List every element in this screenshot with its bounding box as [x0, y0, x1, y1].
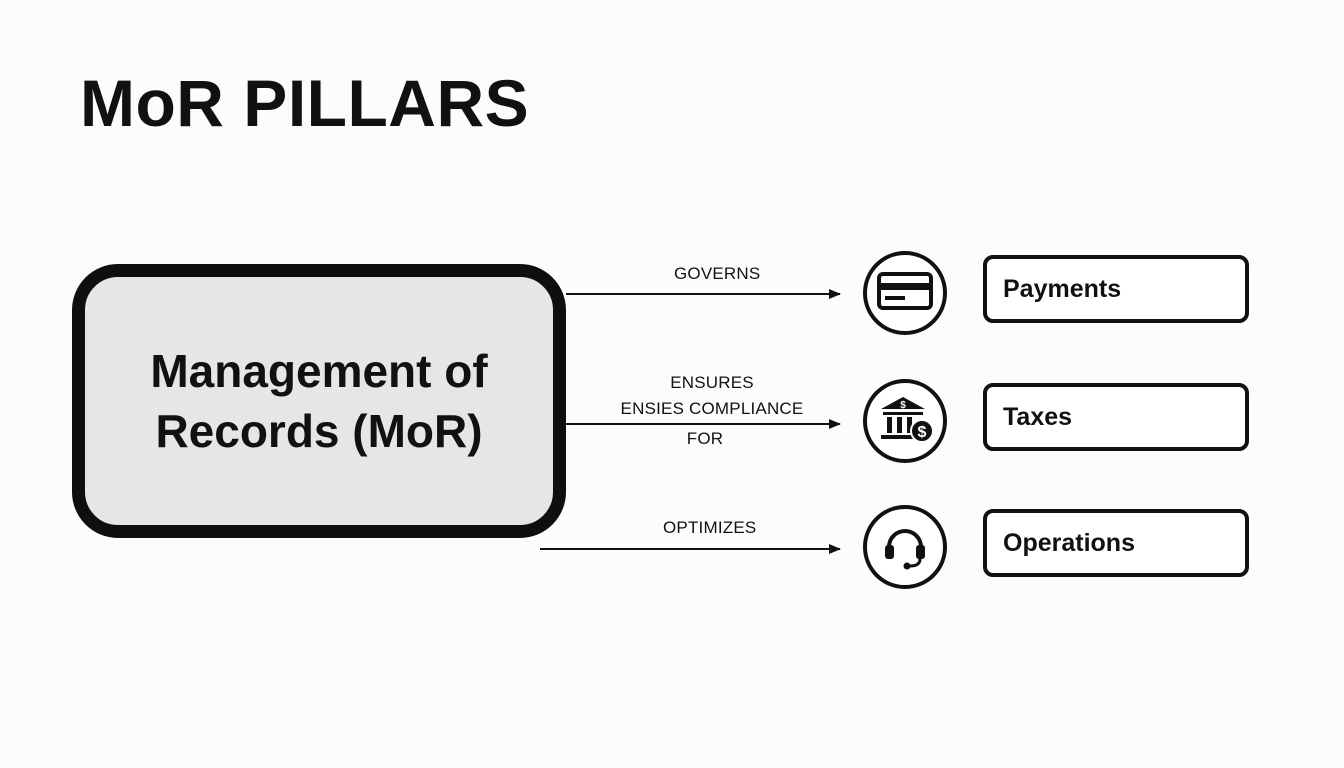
svg-text:$: $: [900, 400, 906, 411]
pillar-label: Payments: [1003, 274, 1122, 303]
bank-dollar-icon: $ $: [875, 393, 935, 450]
edge-label-ensures: ENSURES ENSIES COMPLIANCE FOR: [612, 370, 812, 452]
headset-icon: [880, 520, 930, 575]
edge-label-governs: GOVERNS: [674, 264, 760, 284]
edge-label-line: ENSURES: [670, 373, 754, 392]
center-node: Management of Records (MoR): [72, 264, 566, 538]
diagram-title: MoR PILLARS: [80, 66, 530, 140]
center-node-label: Management of Records (MoR): [150, 345, 488, 457]
svg-text:$: $: [918, 424, 927, 441]
operations-icon-circle: [863, 505, 947, 589]
pillar-label: Operations: [1003, 528, 1135, 557]
taxes-icon-circle: $ $: [863, 379, 947, 463]
credit-card-icon: [877, 271, 933, 316]
pillar-taxes: Taxes: [983, 383, 1249, 451]
edge-label-line: OPTIMIZES: [663, 518, 757, 537]
edge-label-line: FOR: [686, 429, 724, 448]
edge-label-optimizes: OPTIMIZES: [663, 518, 756, 538]
pillar-payments: Payments: [983, 255, 1249, 323]
payments-icon-circle: [863, 251, 947, 335]
pillar-operations: Operations: [983, 509, 1249, 577]
edge-label-line: GOVERNS: [674, 264, 761, 283]
pillar-label: Taxes: [1003, 402, 1073, 431]
edge-label-line: ENSIES COMPLIANCE: [620, 399, 804, 418]
